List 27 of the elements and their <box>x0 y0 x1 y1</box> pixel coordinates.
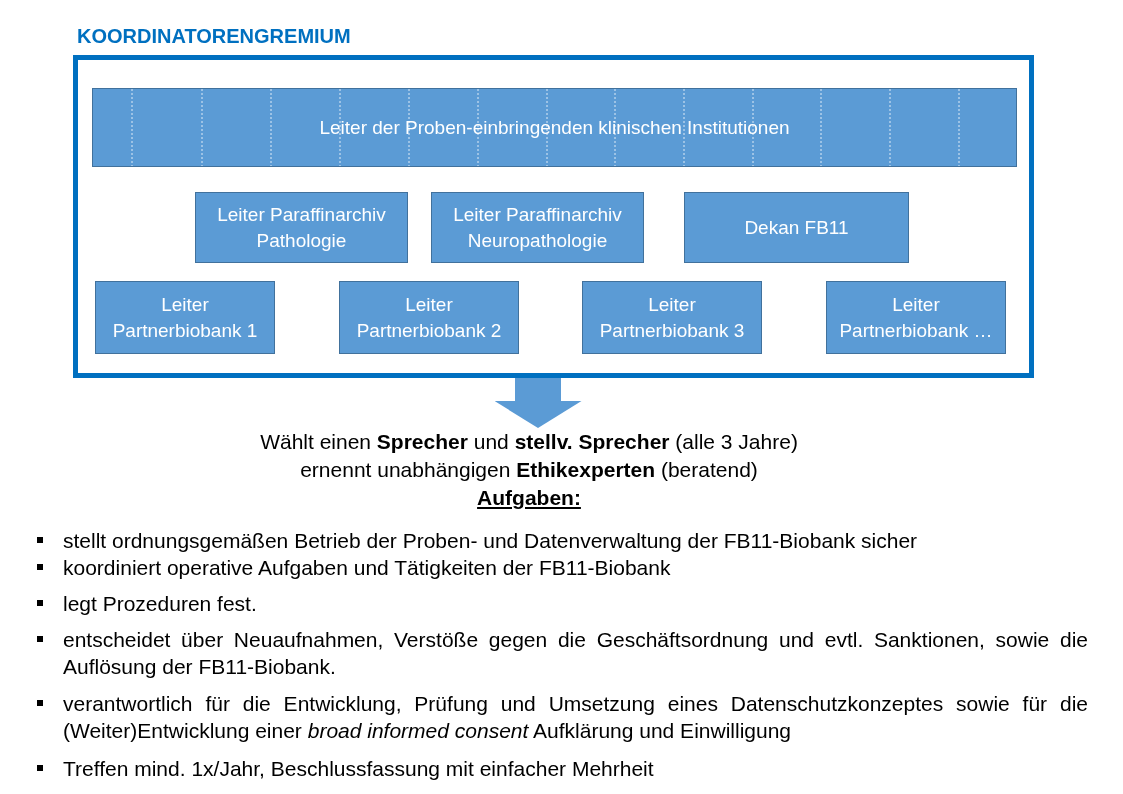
frame-title: KOORDINATORENGREMIUM <box>77 24 351 49</box>
list-item-text: Treffen mind. 1x/Jahr, Beschlussfassung mit einfacher Mehrheit <box>63 756 655 782</box>
role-box <box>95 281 275 354</box>
role-box <box>684 192 909 263</box>
note-text: Wählt einen Sprecher und stellv. Sprecher (alle 3 Jahre) <box>260 429 798 455</box>
role-box <box>92 88 1017 167</box>
role-box <box>339 281 519 354</box>
role-box <box>431 192 644 263</box>
role-text: Leiter Partnerbiobank … <box>838 292 994 343</box>
list-item-text: koordiniert operative Aufgaben und Tätigkeiten der FB11-Biobank <box>63 555 672 581</box>
block-arrow <box>494 378 582 428</box>
role-text: Leiter Partnerbiobank 1 <box>111 292 259 343</box>
role-box <box>826 281 1006 354</box>
role-text: Leiter Paraffinarchiv Neuropathologie <box>452 202 623 253</box>
role-text: Leiter Paraffinarchiv Pathologie <box>216 202 387 253</box>
section-heading: Aufgaben: <box>477 485 581 511</box>
role-text: Dekan FB11 <box>744 215 849 240</box>
role-text: Leiter Partnerbiobank 3 <box>598 292 746 343</box>
note-text: ernennt unabhängigen Ethikexperten (beratend) <box>300 457 758 483</box>
role-box <box>582 281 762 354</box>
list-item-text: legt Prozeduren fest. <box>63 591 258 617</box>
role-text: Leiter der Proben-einbringenden klinischen Institutionen <box>319 115 790 140</box>
list-item-text: entscheidet über Neuaufnahmen, Verstöße gegen die Geschäftsordnung und evtl. Sanktionen, sowie die Auflösung der FB11-Biobank. <box>63 627 1088 680</box>
list-item-text: verantwortlich für die Entwicklung, Prüfung und Umsetzung eines Datenschutzkonzeptes sowie für die (Weiter)Entwicklung einer broad informed consent Aufklärung und Einwilligung <box>63 691 1088 744</box>
role-text: Leiter Partnerbiobank 2 <box>355 292 503 343</box>
list-item-text: stellt ordnungsgemäßen Betrieb der Proben- und Datenverwaltung der FB11-Biobank sicher <box>63 528 919 554</box>
role-box <box>195 192 408 263</box>
